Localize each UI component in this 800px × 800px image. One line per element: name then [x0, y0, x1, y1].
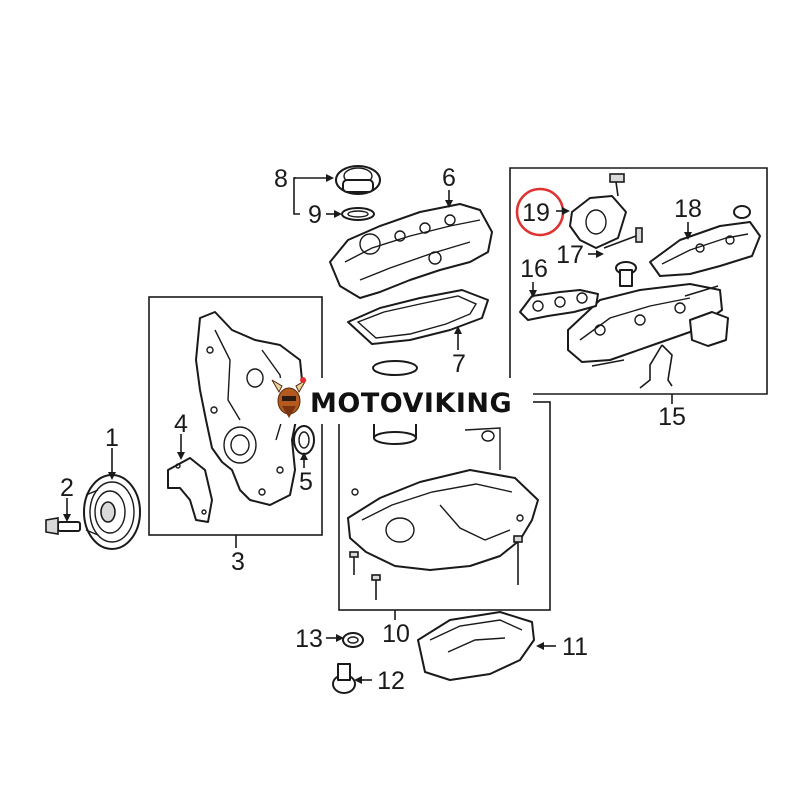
pulley-bolt[interactable]	[45, 517, 81, 535]
label-17: 17	[556, 241, 584, 269]
filler-cap-o-ring[interactable]	[341, 207, 375, 221]
valve-cover[interactable]	[329, 203, 493, 299]
label-15: 15	[658, 403, 686, 431]
oil-pan-bolts	[349, 535, 523, 600]
oil-filler-cap[interactable]	[335, 165, 381, 195]
label-1: 1	[105, 424, 119, 452]
watermark-text: MOTOVIKING	[310, 388, 512, 419]
label-6: 6	[442, 164, 456, 192]
label-11: 11	[562, 633, 588, 661]
label-3: 3	[231, 548, 245, 576]
watermark: MOTOVIKING	[271, 377, 533, 424]
valve-cover-gasket[interactable]	[347, 289, 489, 345]
label-19: 19	[522, 199, 550, 227]
drain-plug-washer[interactable]	[342, 632, 364, 648]
label-12: 12	[377, 667, 405, 695]
label-5: 5	[299, 468, 313, 496]
intake-pin[interactable]	[603, 227, 643, 249]
crankshaft-pulley[interactable]	[83, 474, 141, 550]
timing-chain-cover[interactable]	[195, 311, 303, 506]
label-13: 13	[295, 625, 323, 653]
intake-control-valve[interactable]	[569, 173, 627, 249]
oil-pan-lower[interactable]	[417, 611, 535, 681]
vacuum-pump	[689, 311, 729, 347]
label-2: 2	[60, 474, 74, 502]
label-18: 18	[674, 195, 702, 223]
timing-cover-gasket[interactable]	[167, 457, 213, 523]
label-7: 7	[452, 350, 466, 378]
grommet	[733, 205, 751, 219]
intake-group-box	[509, 167, 768, 395]
intake-manifold-upper[interactable]	[649, 221, 761, 277]
intake-gasket[interactable]	[519, 289, 599, 321]
label-8: 8	[274, 165, 288, 193]
leader-lines	[63, 174, 692, 684]
oil-drain-plug[interactable]	[332, 663, 356, 694]
label-16: 16	[520, 255, 548, 283]
front-crank-seal[interactable]	[293, 425, 315, 455]
small-sensor	[615, 261, 637, 287]
oil-pan-upper[interactable]	[347, 427, 539, 571]
stud-bolts	[591, 285, 719, 367]
label-9: 9	[308, 201, 322, 229]
viking-helmet-logo	[271, 377, 307, 418]
label-4: 4	[174, 410, 188, 438]
label-10: 10	[382, 620, 410, 648]
hose-fitting	[639, 344, 673, 389]
